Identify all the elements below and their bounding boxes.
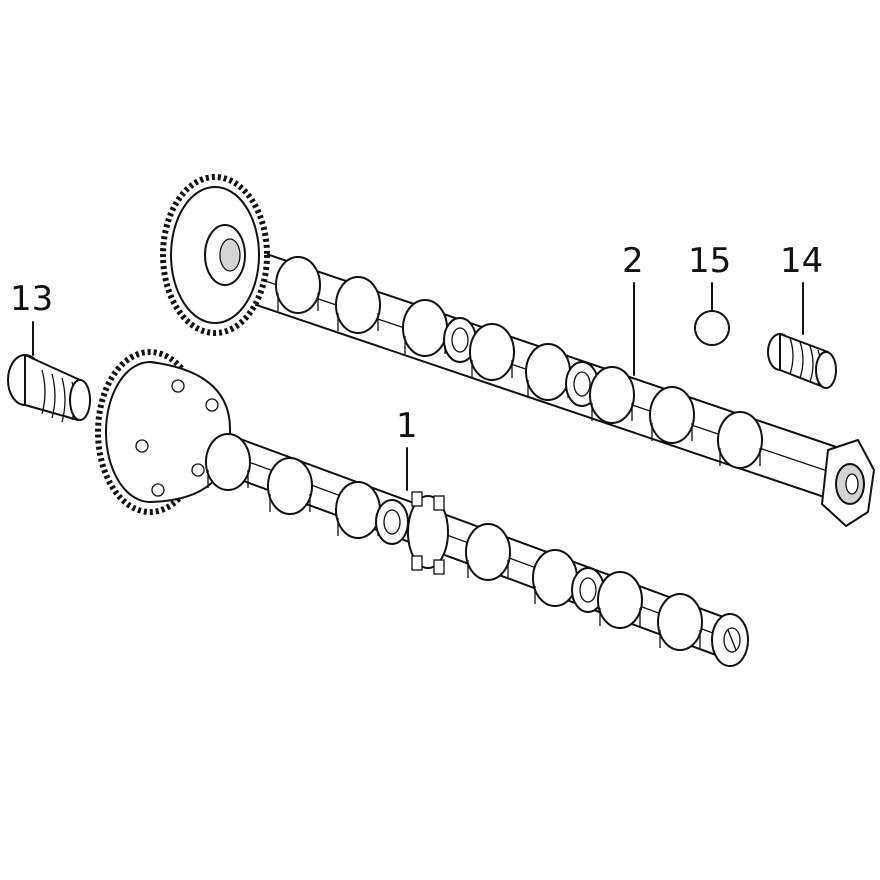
callout-13: 13 <box>10 279 53 319</box>
bolt-icon <box>135 439 149 453</box>
callout-15: 15 <box>688 241 731 281</box>
callout-14: 14 <box>780 241 823 281</box>
camshaft-1-end <box>711 613 749 667</box>
bolt-icon <box>151 483 165 497</box>
camshaft-1-collar <box>407 491 449 575</box>
bolt-icon <box>171 379 185 393</box>
camshaft-2 <box>160 174 875 527</box>
camshaft-1-sprocket <box>95 349 232 515</box>
part-13-spring <box>7 354 91 423</box>
callout-2: 2 <box>622 241 644 281</box>
camshaft-2-sprocket <box>160 174 270 336</box>
part-15-ball <box>694 310 730 346</box>
part-14-spring <box>767 333 837 389</box>
bolt-icon <box>191 463 205 477</box>
camshaft-2-end-hex <box>821 439 875 527</box>
leader-lines <box>32 282 804 491</box>
bolt-icon <box>205 398 219 412</box>
camshaft-1 <box>95 349 749 667</box>
callout-1: 1 <box>396 406 418 446</box>
